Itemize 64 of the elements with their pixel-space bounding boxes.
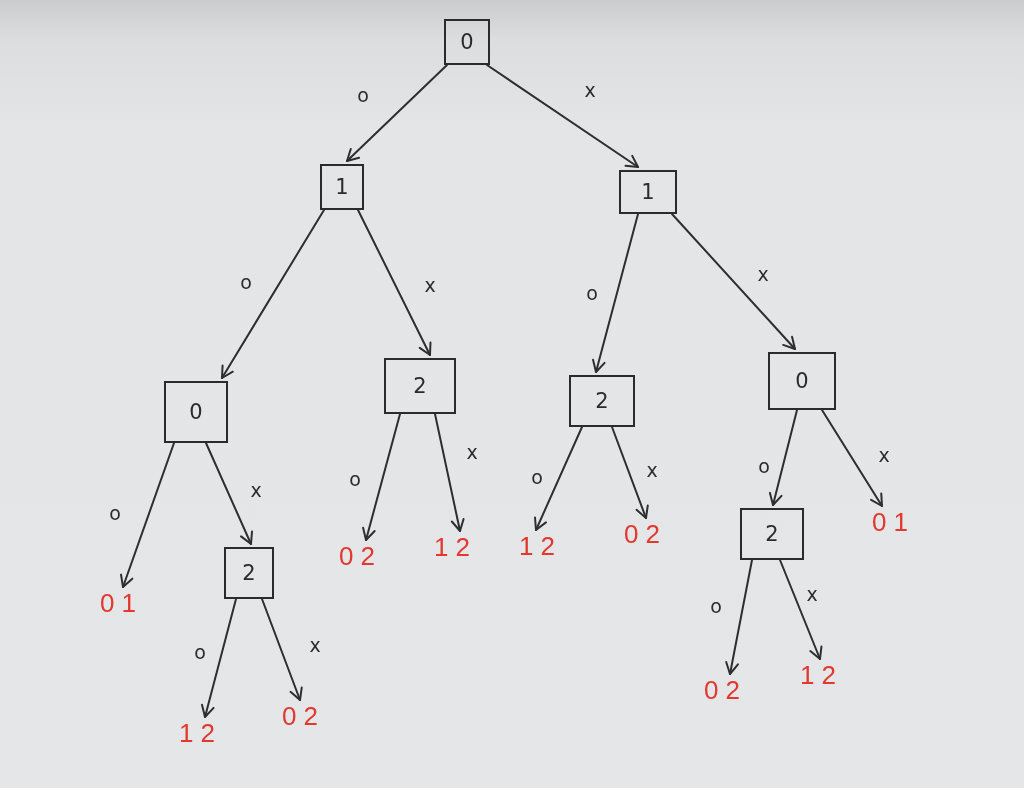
state-number: 2: [242, 562, 256, 584]
state-box: [224, 547, 274, 599]
edge-label: x: [309, 635, 321, 655]
state-box: [444, 19, 490, 65]
arrow: [821, 409, 883, 507]
arrow: [671, 213, 796, 350]
outcome-label: 0 1: [871, 509, 909, 535]
state-box: [740, 508, 804, 560]
outcome-label: 0 1: [99, 590, 137, 616]
edge-label: x: [757, 264, 769, 284]
arrow: [120, 442, 175, 588]
arrow: [534, 426, 583, 531]
edge-label: o: [349, 469, 361, 489]
state-number: 2: [413, 375, 427, 397]
state-number: 0: [795, 370, 809, 392]
edge-label: o: [240, 272, 252, 292]
outcome-label: 0 2: [281, 703, 319, 729]
arrow: [592, 213, 639, 373]
edge-label: o: [531, 467, 543, 487]
outcome-label: 1 2: [799, 662, 837, 688]
edge-label: o: [109, 503, 121, 523]
edge-label: o: [357, 85, 369, 105]
outcome-label: 0 2: [338, 543, 376, 569]
arrow: [201, 598, 237, 718]
edge-label: o: [586, 283, 598, 303]
arrow: [346, 64, 448, 162]
arrow: [221, 209, 325, 379]
arrow: [486, 64, 639, 168]
state-number: 0: [460, 31, 474, 53]
state-number: 1: [335, 176, 349, 198]
arrow: [611, 426, 649, 519]
arrow: [434, 413, 465, 532]
edge-label: x: [250, 480, 262, 500]
arrow: [362, 413, 401, 541]
edge-label: o: [194, 642, 206, 662]
arrow: [357, 209, 432, 356]
edge-label: x: [584, 80, 596, 100]
edge-label: x: [424, 275, 436, 295]
state-box: [768, 352, 836, 410]
state-number: 1: [641, 181, 655, 203]
state-number: 2: [765, 523, 779, 545]
arrow: [725, 559, 753, 675]
arrow: [205, 442, 253, 545]
state-number: 0: [189, 401, 203, 423]
state-box: [619, 170, 677, 214]
outcome-label: 1 2: [433, 534, 471, 560]
state-number: 2: [595, 390, 609, 412]
state-box: [320, 164, 364, 210]
edge-label: x: [878, 445, 890, 465]
arrow: [261, 598, 303, 701]
edge-label: x: [646, 460, 658, 480]
edge-label: x: [466, 442, 478, 462]
outcome-label: 0 2: [623, 521, 661, 547]
outcome-label: 1 2: [518, 533, 556, 559]
state-box: [569, 375, 635, 427]
outcome-label: 1 2: [178, 720, 216, 746]
edge-label: o: [710, 596, 722, 616]
state-box: [384, 358, 456, 414]
arrow: [768, 409, 798, 506]
edge-label: x: [806, 584, 818, 604]
arrow: [779, 559, 823, 660]
state-box: [164, 381, 228, 443]
edge-label: o: [758, 456, 770, 476]
outcome-label: 0 2: [703, 677, 741, 703]
